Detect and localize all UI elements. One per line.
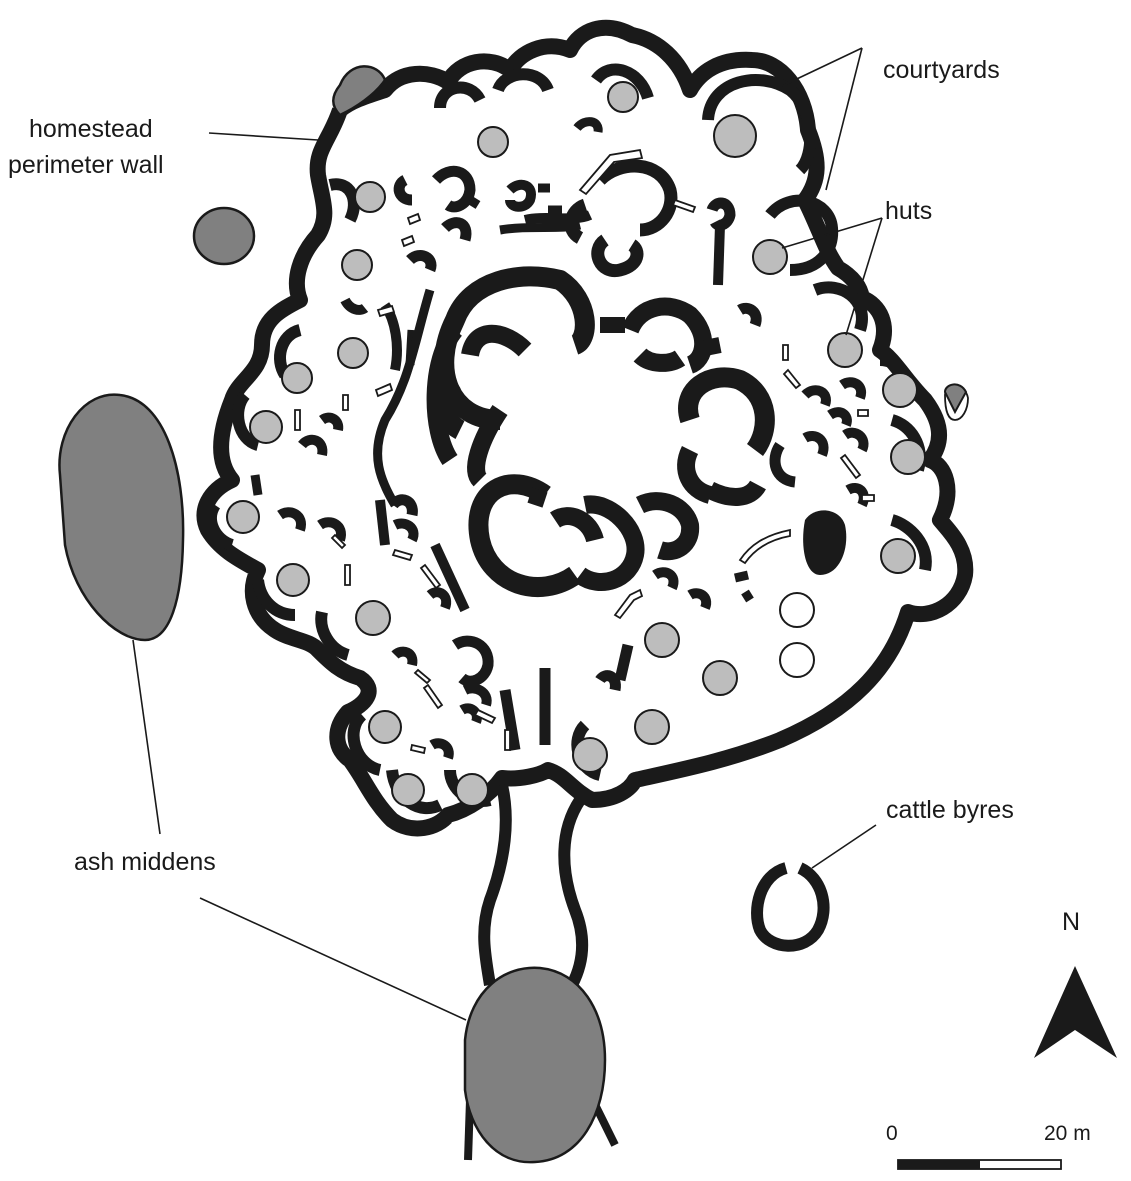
ash-midden <box>332 65 387 117</box>
hut <box>779 592 815 628</box>
hut <box>880 538 916 574</box>
scale-start-label: 0 <box>886 1122 898 1145</box>
hut <box>354 181 386 213</box>
label-ash-middens: ash middens <box>74 848 216 876</box>
label-huts: huts <box>885 197 932 225</box>
hut <box>249 410 283 444</box>
hut <box>827 332 863 368</box>
hut <box>341 249 373 281</box>
map-labels: courtyards homestead perimeter wall huts… <box>8 56 1014 876</box>
scale-bar: 0 20 m <box>886 1122 1091 1170</box>
leader-lines <box>132 47 883 1021</box>
scale-end-label: 20 m <box>1044 1122 1091 1145</box>
hut <box>752 239 788 275</box>
label-cattle-byres: cattle byres <box>886 796 1014 824</box>
label-courtyards: courtyards <box>883 56 1000 84</box>
north-arrow: N <box>1034 908 1117 1058</box>
hut <box>281 362 313 394</box>
ash-midden <box>192 206 256 266</box>
hut <box>702 660 738 696</box>
cattle-byre <box>751 862 830 952</box>
bins <box>294 148 969 755</box>
hut <box>276 563 310 597</box>
north-label: N <box>1062 908 1080 936</box>
hut <box>368 710 402 744</box>
hut <box>226 500 260 534</box>
hut <box>890 439 926 475</box>
ash-middens <box>58 65 968 1164</box>
hut <box>713 114 757 158</box>
north-arrow-icon <box>1034 966 1117 1058</box>
ash-midden <box>58 393 185 642</box>
hut <box>391 773 425 807</box>
hut <box>337 337 369 369</box>
central-enclosure <box>426 266 775 598</box>
hut <box>572 737 608 773</box>
hut <box>779 642 815 678</box>
hut <box>455 773 489 807</box>
hut <box>882 372 918 408</box>
hut <box>477 126 509 158</box>
hut <box>634 709 670 745</box>
hut <box>644 622 680 658</box>
label-homestead: homestead <box>29 115 153 143</box>
label-perimeter-wall: perimeter wall <box>8 151 164 179</box>
inner-structures <box>250 117 869 760</box>
huts <box>226 81 926 807</box>
hut <box>607 81 639 113</box>
ash-midden <box>463 966 607 1164</box>
hut <box>355 600 391 636</box>
